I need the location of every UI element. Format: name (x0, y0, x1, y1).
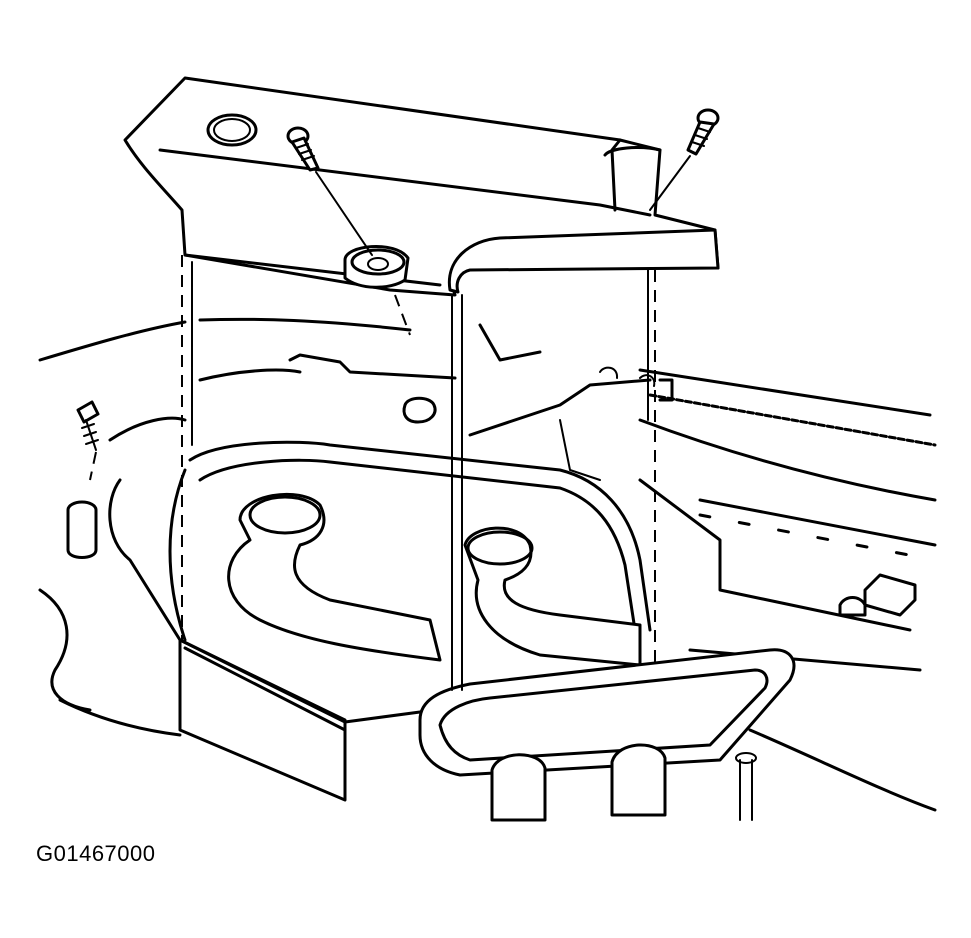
seal-plate (418, 648, 796, 822)
clip-fittings (402, 366, 674, 424)
screw-icon (649, 108, 720, 211)
screw-icon (286, 126, 373, 256)
housing-right-edge (288, 269, 652, 481)
screw-icon (76, 400, 100, 481)
cover-end-flange (447, 228, 720, 294)
vehicle-body-outline (38, 317, 937, 812)
figure-id-label: G01467000 (36, 841, 156, 866)
assembly-guide-lines (181, 255, 656, 691)
heater-core-housing (168, 440, 652, 667)
mounting-post (66, 500, 98, 559)
relay-box (838, 573, 917, 617)
